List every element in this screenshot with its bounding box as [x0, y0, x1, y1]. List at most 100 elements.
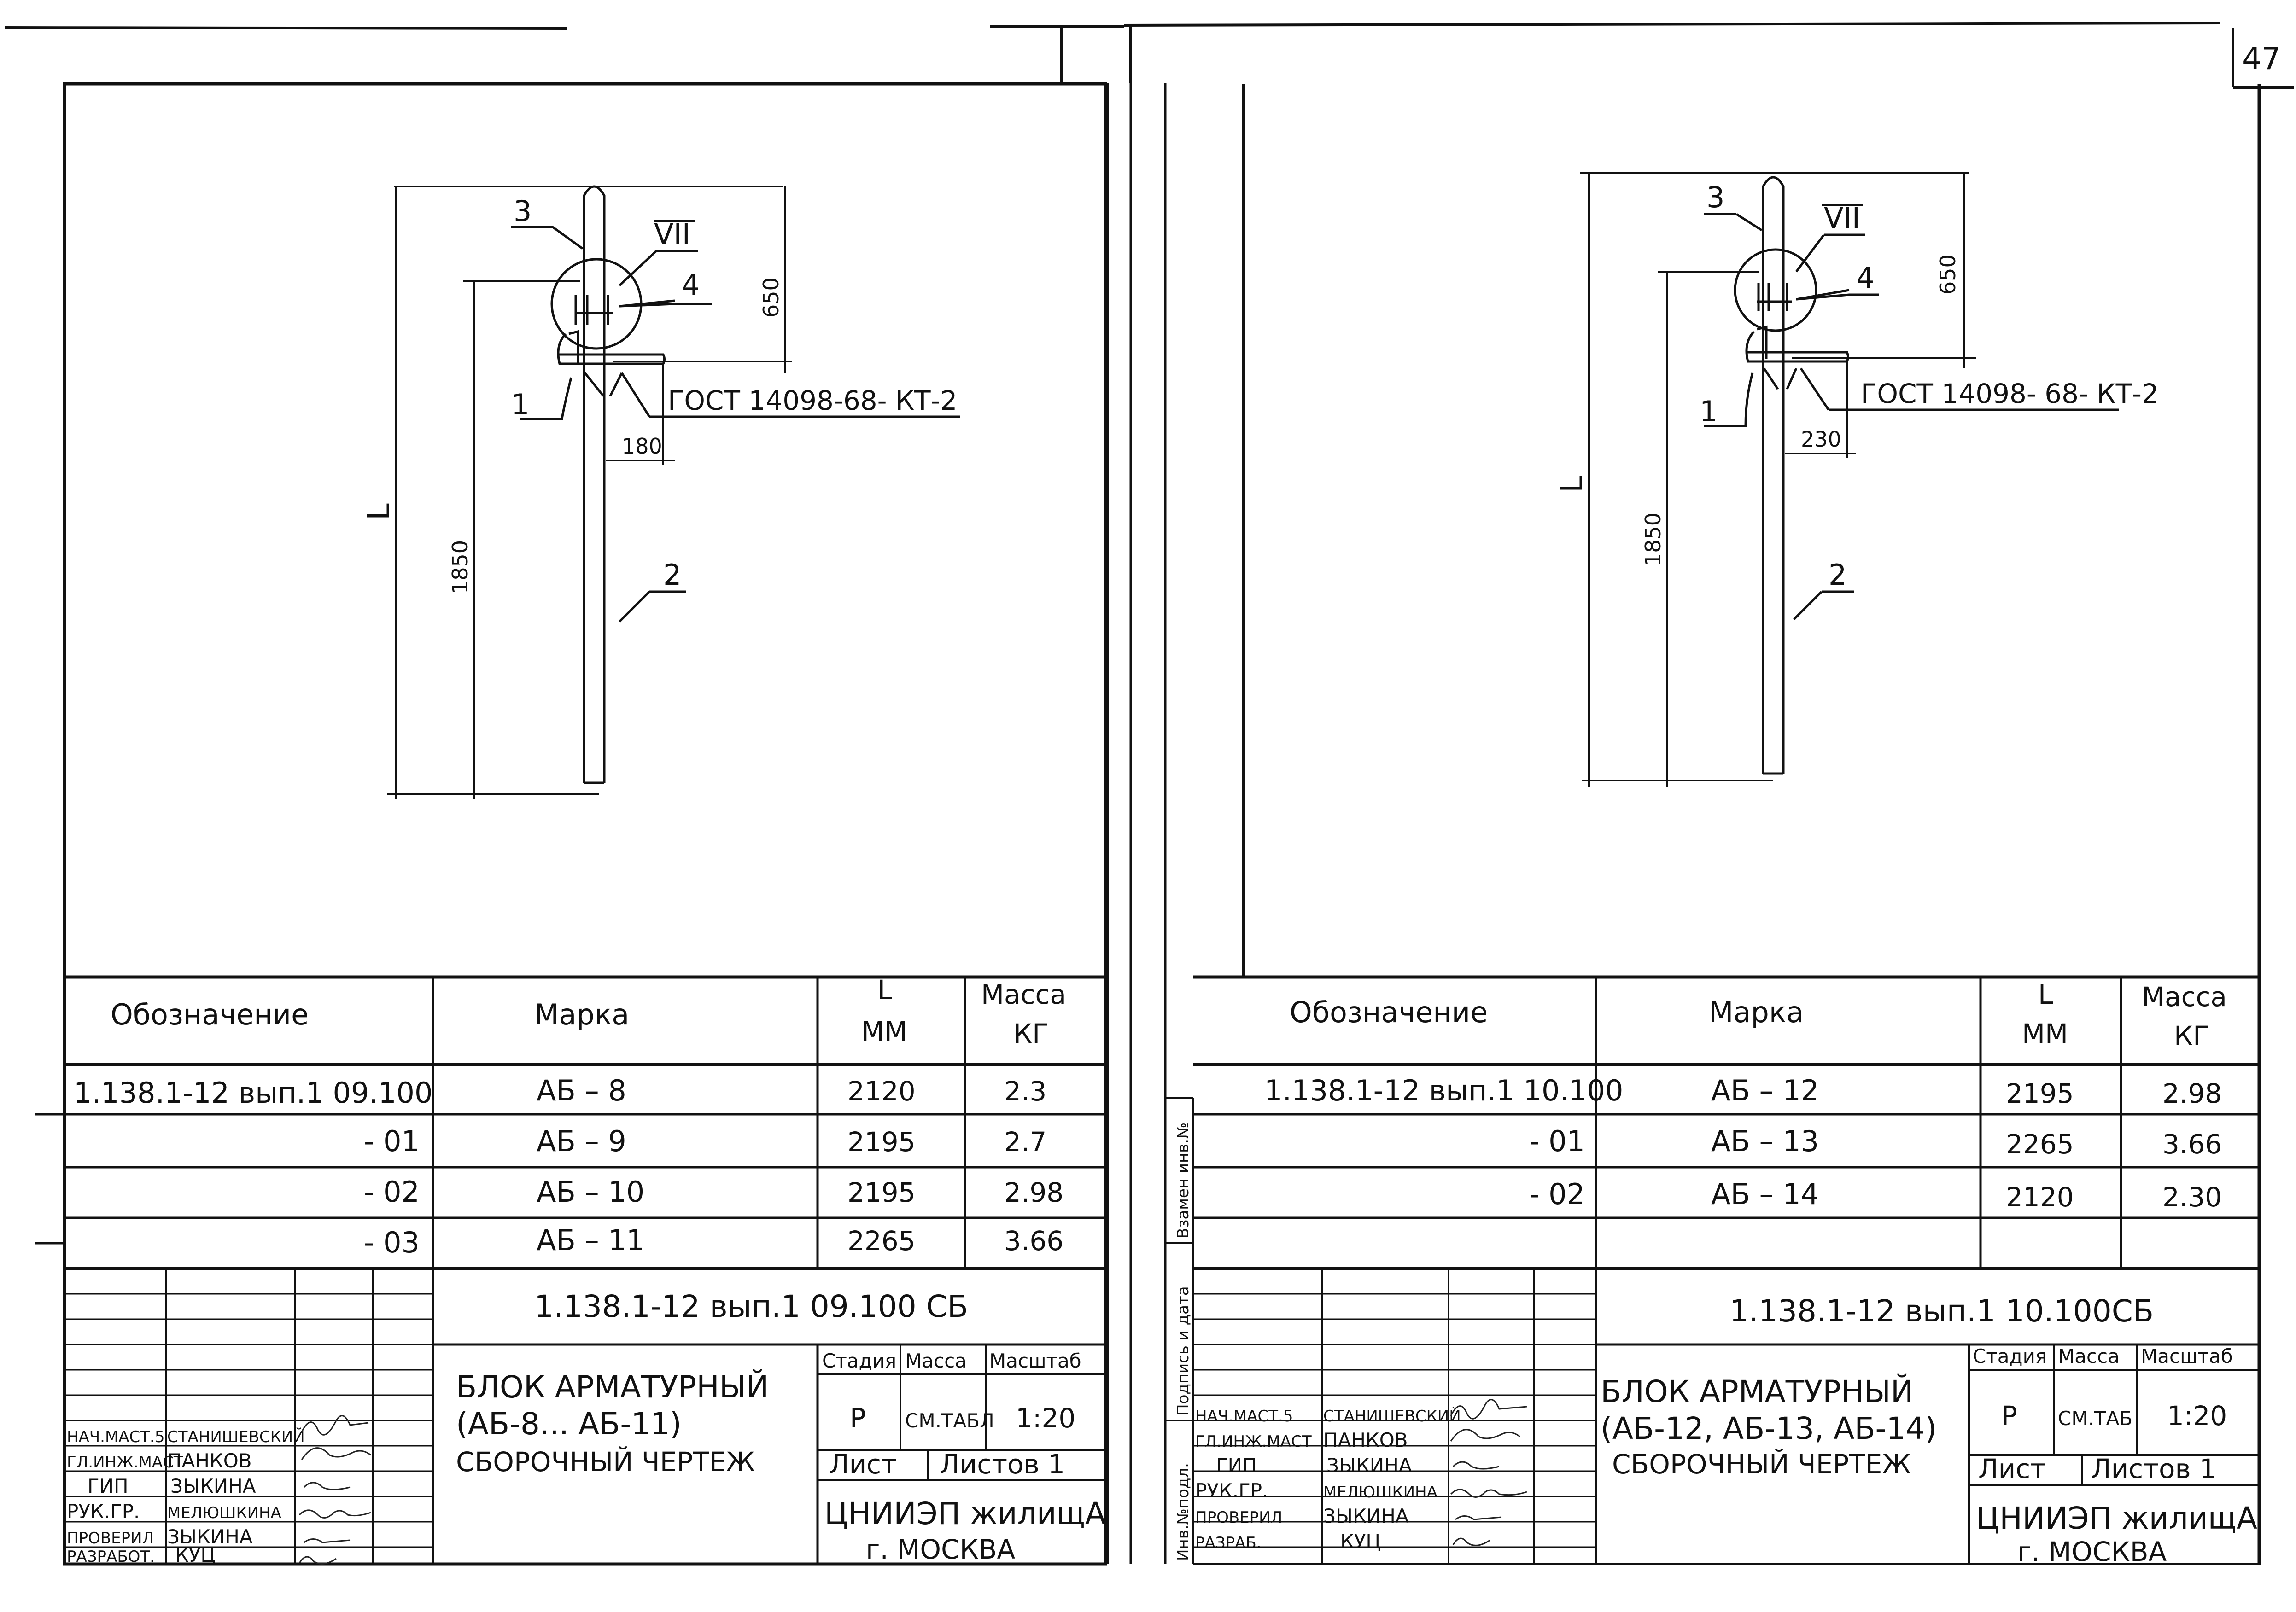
callout-4: 4: [1856, 261, 1874, 295]
stage-value: Р: [2001, 1400, 2017, 1432]
stamp-vzam: Взамен инв.№: [1174, 1123, 1192, 1239]
left-spec-table: Обозначение Марка L ММ Масса КГ 1.138.1-…: [74, 974, 1066, 1259]
row-length: 2265: [847, 1225, 916, 1257]
mass-value: СМ.ТАБ: [2058, 1407, 2132, 1430]
left-title-block: 1.138.1-12 вып.1 09.100 СБ БЛОК АРМАТУРН…: [67, 1289, 1106, 1566]
dim-230: 230: [1801, 427, 1841, 452]
dim-L: L: [361, 503, 397, 520]
row-designation: - 02: [364, 1175, 420, 1209]
person-name: МЕЛЮШКИНА: [167, 1504, 281, 1522]
top-border: [4, 22, 2294, 89]
person-name: ЗЫКИНА: [167, 1525, 253, 1548]
callout-VII: VII: [654, 217, 690, 251]
title-line-2: (АБ-12, АБ-13, АБ-14): [1601, 1411, 1937, 1446]
row-designation: - 01: [1529, 1124, 1585, 1158]
sheets-label: Листов 1: [940, 1449, 1065, 1480]
person-role: РАЗРАБОТ.: [67, 1548, 155, 1566]
hdr-length-unit: ММ: [861, 1016, 907, 1047]
callout-2: 2: [1829, 558, 1846, 592]
row-designation: - 02: [1529, 1177, 1585, 1211]
person-name: ЗЫКИНА: [1323, 1505, 1409, 1527]
hdr-mass-top: Масса: [981, 979, 1066, 1010]
title-line-1: БЛОК АРМАТУРНЫЙ: [456, 1369, 769, 1405]
hdr-mark: Марка: [534, 998, 629, 1031]
stamp-inv: Инв.№подл.: [1174, 1463, 1192, 1561]
title-line-3: СБОРОЧНЫЙ ЧЕРТЕЖ: [1612, 1448, 1911, 1480]
row-length: 2265: [2006, 1129, 2074, 1160]
row-mark: АБ – 8: [537, 1074, 626, 1107]
dim-180: 180: [622, 434, 662, 459]
gost-label: ГОСТ 14098-68- КТ-2: [668, 385, 957, 416]
doc-code: 1.138.1-12 вып.1 10.100СБ: [1729, 1293, 2154, 1329]
hdr-designation: Обозначение: [111, 998, 309, 1031]
scale-header: Масштаб: [989, 1350, 1081, 1372]
left-drawing-labels: 3 VII 4 1 2 ГОСТ 14098-68- КТ-2 180 650 …: [361, 194, 957, 594]
row-mark: АБ – 11: [537, 1223, 644, 1257]
person-role: РАЗРАБ.: [1195, 1534, 1261, 1552]
person-role: НАЧ.МАСТ.5: [1195, 1407, 1293, 1426]
person-name: ПАНКОВ: [1323, 1429, 1408, 1451]
scale-value: 1:20: [2167, 1400, 2227, 1432]
right-drawing-labels: 3 VII 4 1 2 ГОСТ 14098- 68- КТ-2 230 650…: [1554, 180, 2159, 592]
person-role: РУК.ГР.: [1195, 1479, 1268, 1502]
doc-code: 1.138.1-12 вып.1 09.100 СБ: [534, 1289, 968, 1324]
dim-650: 650: [1935, 254, 1960, 295]
right-signatures: [1450, 1399, 1527, 1546]
row-mass: 2.3: [1004, 1076, 1046, 1107]
row-designation: 1.138.1-12 вып.1 10.100: [1264, 1074, 1623, 1107]
stamp-podpis: Подпись и дата: [1174, 1286, 1192, 1416]
person-name: МЕЛЮШКИНА: [1323, 1483, 1437, 1501]
stage-header: Стадия: [1973, 1345, 2047, 1368]
sheet-label: Лист: [1978, 1453, 2046, 1484]
row-mark: АБ – 14: [1711, 1177, 1819, 1211]
left-signatures: [298, 1415, 371, 1565]
row-mass: 2.98: [1004, 1177, 1063, 1208]
row-length: 2195: [847, 1126, 916, 1158]
side-stamp: [1106, 83, 1194, 1564]
row-mass: 2.30: [2162, 1181, 2222, 1213]
row-mark: АБ – 10: [537, 1175, 644, 1209]
sheet-label: Лист: [829, 1449, 897, 1480]
right-title-block: 1.138.1-12 вып.1 10.100СБ БЛОК АРМАТУРНЫ…: [1195, 1293, 2257, 1567]
person-role: НАЧ.МАСТ.5: [67, 1428, 164, 1446]
scale-header: Масштаб: [2141, 1345, 2233, 1368]
gost-label: ГОСТ 14098- 68- КТ-2: [1861, 378, 2159, 409]
org-name: ЦНИИЭП жилищА: [1976, 1501, 2257, 1536]
title-line-3: СБОРОЧНЫЙ ЧЕРТЕЖ: [456, 1446, 755, 1478]
title-line-1: БЛОК АРМАТУРНЫЙ: [1601, 1373, 1913, 1409]
row-mark: АБ – 9: [537, 1124, 626, 1158]
person-name: КУЦ: [1340, 1530, 1381, 1553]
hdr-length-top: L: [2038, 979, 2053, 1010]
row-length: 2195: [847, 1177, 916, 1208]
person-role: ГЛ.ИНЖ.МАСТ: [1195, 1432, 1312, 1451]
row-length: 2120: [847, 1076, 916, 1107]
title-line-2: (АБ-8... АБ-11): [456, 1406, 682, 1442]
person-role: РУК.ГР.: [67, 1500, 140, 1523]
hdr-mass-top: Масса: [2142, 981, 2227, 1013]
right-sheet: [1193, 84, 2261, 1565]
dim-650: 650: [759, 277, 783, 318]
dim-1850: 1850: [1641, 512, 1665, 566]
sheets-label: Листов 1: [2091, 1453, 2216, 1484]
person-name: СТАНИШЕВСКИЙ: [1323, 1407, 1461, 1426]
hdr-length-top: L: [877, 974, 892, 1006]
org-city: г. МОСКВА: [866, 1534, 1016, 1565]
callout-1: 1: [1700, 395, 1718, 428]
right-spec-table: Обозначение Марка L ММ Масса КГ 1.138.1-…: [1264, 979, 2227, 1213]
hdr-mark: Марка: [1709, 995, 1804, 1029]
person-name: СТАНИШЕВСКИЙ: [167, 1427, 305, 1446]
row-mark: АБ – 12: [1711, 1074, 1819, 1107]
row-designation: 1.138.1-12 вып.1 09.100: [74, 1076, 432, 1110]
row-designation: - 01: [364, 1124, 420, 1158]
person-name: ПАНКОВ: [167, 1449, 252, 1472]
person-name: ЗЫКИНА: [170, 1475, 256, 1497]
person-name: КУЦ: [175, 1544, 216, 1566]
stage-header: Стадия: [822, 1350, 896, 1372]
hdr-length-unit: ММ: [2022, 1018, 2068, 1049]
person-name: ЗЫКИНА: [1326, 1454, 1412, 1477]
org-city: г. МОСКВА: [2017, 1536, 2167, 1567]
row-mass: 2.98: [2162, 1078, 2222, 1109]
row-length: 2120: [2006, 1181, 2074, 1213]
person-role: ПРОВЕРИЛ: [67, 1529, 154, 1548]
